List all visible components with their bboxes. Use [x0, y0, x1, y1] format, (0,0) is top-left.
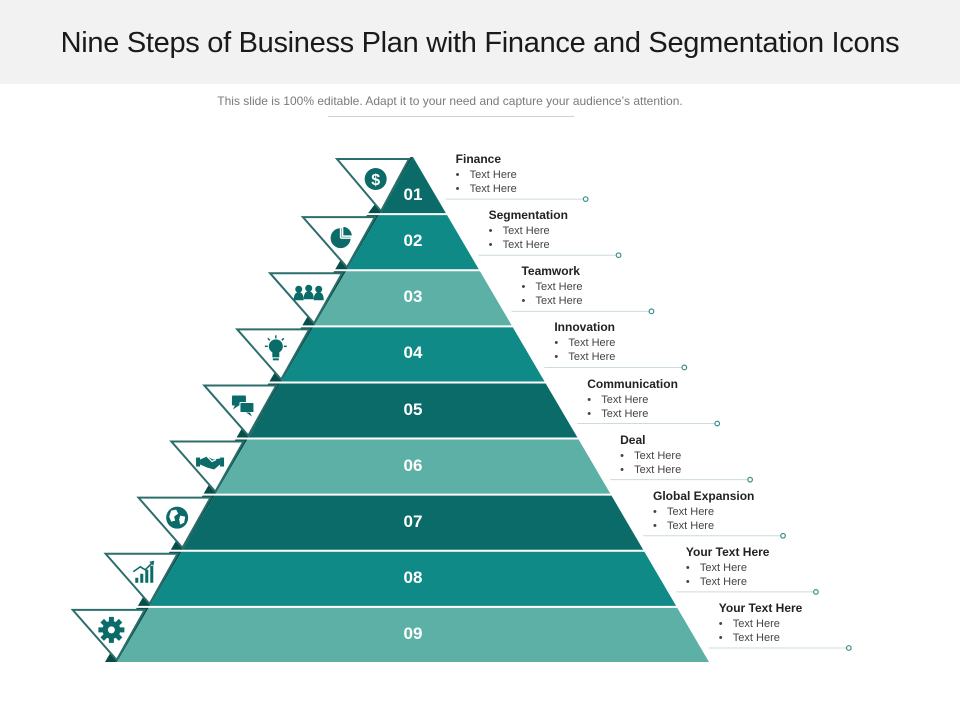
globe-icon [166, 506, 189, 529]
bullet-item: Text Here [521, 294, 582, 308]
bullet-item: Text Here [587, 393, 678, 407]
step-label-03: TeamworkText HereText Here [521, 264, 582, 308]
leader-dot [747, 476, 754, 483]
step-bullets: Text HereText Here [554, 336, 615, 364]
gear-icon [98, 616, 125, 643]
leader-dot [615, 252, 622, 259]
pie-chart-icon [330, 225, 354, 249]
growth-chart-icon [132, 560, 155, 583]
step-bullets: Text HereText Here [653, 505, 754, 533]
step-bullets: Text HereText Here [489, 224, 568, 252]
bullet-item: Text Here [521, 280, 582, 294]
dollar-icon: $ [364, 168, 387, 190]
step-badge-02 [300, 216, 377, 269]
step-bullets: Text HereText Here [521, 280, 582, 308]
step-badge-07 [136, 496, 213, 550]
step-title: Innovation [554, 320, 616, 335]
page-subtitle: This slide is 100% editable. Adapt it to… [217, 94, 683, 108]
chat-icon [231, 395, 255, 417]
leader-dot [845, 645, 852, 651]
step-title: Deal [620, 432, 646, 447]
leader-dot [648, 308, 655, 315]
pyramid-layer-06 [215, 439, 611, 494]
pyramid-layer-03 [314, 271, 512, 326]
step-badge-01: $ [334, 158, 411, 213]
step-label-04: InnovationText HereText Here [554, 320, 615, 364]
pyramid-layer-01 [380, 157, 446, 214]
leader-dot [714, 420, 721, 427]
handshake-icon [196, 456, 225, 470]
bullet-item: Text Here [554, 350, 615, 364]
step-number-06: 06 [403, 455, 423, 475]
leader-dot [681, 364, 688, 371]
lightbulb-icon [264, 335, 287, 361]
bullet-item: Text Here [587, 407, 678, 421]
pyramid-layer-08 [149, 551, 677, 606]
step-label-08: Your Text HereText HereText Here [686, 545, 770, 589]
header-bar [0, 0, 960, 84]
step-badge-04 [234, 328, 311, 382]
subtitle-underline [328, 116, 574, 117]
bullet-item: Text Here [489, 224, 568, 238]
step-label-02: SegmentationText HereText Here [489, 208, 568, 252]
step-bullets: Text HereText Here [620, 449, 681, 477]
bullet-item: Text Here [686, 575, 770, 589]
team-icon [293, 284, 324, 301]
step-title: Finance [455, 152, 502, 167]
bullet-item: Text Here [620, 463, 681, 477]
step-badge-08 [103, 552, 180, 606]
step-number-01: 01 [403, 185, 423, 205]
leader-dot [813, 588, 819, 595]
step-title: Segmentation [488, 208, 568, 223]
pyramid-layer-07 [182, 495, 644, 550]
step-badge-03 [267, 272, 344, 326]
step-badge-05 [202, 384, 278, 438]
step-bullets: Text HereText Here [719, 617, 803, 645]
step-number-07: 07 [403, 511, 423, 531]
step-number-09: 09 [403, 623, 423, 643]
step-badge-06 [169, 440, 246, 494]
step-label-05: CommunicationText HereText Here [587, 377, 678, 421]
step-title: Your Text Here [685, 544, 770, 559]
step-title: Your Text Here [718, 601, 803, 615]
step-bullets: Text HereText Here [456, 168, 517, 196]
bullet-item: Text Here [456, 182, 517, 196]
pyramid-layer-09 [117, 607, 709, 662]
bullet-item: Text Here [620, 449, 681, 463]
bullet-item: Text Here [719, 631, 803, 645]
svg-text:$: $ [371, 172, 380, 189]
page-title: Nine Steps of Business Plan with Finance… [60, 27, 900, 59]
bullet-item: Text Here [554, 336, 615, 350]
step-number-03: 03 [403, 287, 423, 307]
step-title: Communication [587, 376, 678, 391]
step-badge-09 [70, 608, 147, 662]
bullet-item: Text Here [653, 505, 754, 519]
pyramid-layer-05 [248, 383, 578, 438]
step-number-05: 05 [403, 399, 423, 419]
step-number-08: 08 [403, 567, 423, 587]
bullet-item: Text Here [719, 617, 803, 631]
step-label-09: Your Text HereText HereText Here [719, 601, 803, 645]
leader-dot [582, 196, 589, 203]
step-title: Teamwork [521, 264, 580, 279]
pyramid-layer-02 [347, 215, 479, 270]
pyramid-layer-04 [281, 327, 545, 382]
step-label-01: FinanceText HereText Here [456, 152, 517, 196]
bullet-item: Text Here [489, 238, 568, 252]
step-number-02: 02 [403, 231, 423, 251]
step-label-07: Global ExpansionText HereText Here [653, 489, 754, 533]
step-number-04: 04 [403, 343, 423, 363]
bullet-item: Text Here [456, 168, 517, 182]
step-bullets: Text HereText Here [686, 561, 770, 589]
step-bullets: Text HereText Here [587, 393, 678, 421]
leader-dot [780, 532, 786, 539]
bullet-item: Text Here [686, 561, 770, 575]
step-label-06: DealText HereText Here [620, 433, 681, 477]
bullet-item: Text Here [653, 519, 754, 533]
step-title: Global Expansion [653, 488, 755, 503]
